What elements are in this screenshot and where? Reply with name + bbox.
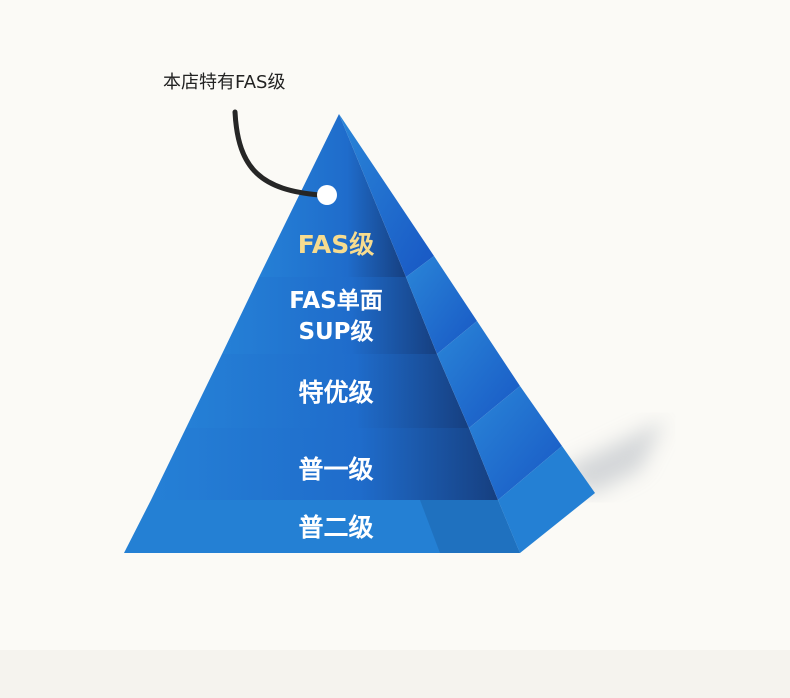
front-band-grade1 xyxy=(151,428,498,500)
callout-text: 本店特有FAS级 xyxy=(163,72,286,93)
footer-strip xyxy=(0,650,790,698)
side-band-2 xyxy=(406,256,477,354)
side-band-4 xyxy=(469,386,562,500)
level-label-grade1: 普一级 xyxy=(298,455,374,484)
level-label-premium: 特优级 xyxy=(298,378,374,407)
level-label-sup-line1: FAS单面 xyxy=(289,288,383,314)
front-band-grade2 xyxy=(124,500,520,553)
level-label-sup-line2: SUP级 xyxy=(298,319,374,345)
front-band-premium xyxy=(186,354,469,428)
callout-dot xyxy=(317,185,337,205)
side-band-5 xyxy=(498,446,595,553)
side-band-1 xyxy=(339,114,434,277)
side-band-3 xyxy=(437,321,520,428)
callout-line xyxy=(232,109,323,198)
pyramid-shadow xyxy=(560,420,665,495)
level-label-fas: FAS级 xyxy=(297,230,375,259)
front-band-grade2-shade xyxy=(420,500,520,553)
level-label-grade2: 普二级 xyxy=(298,513,374,542)
front-band-sup xyxy=(222,277,437,354)
